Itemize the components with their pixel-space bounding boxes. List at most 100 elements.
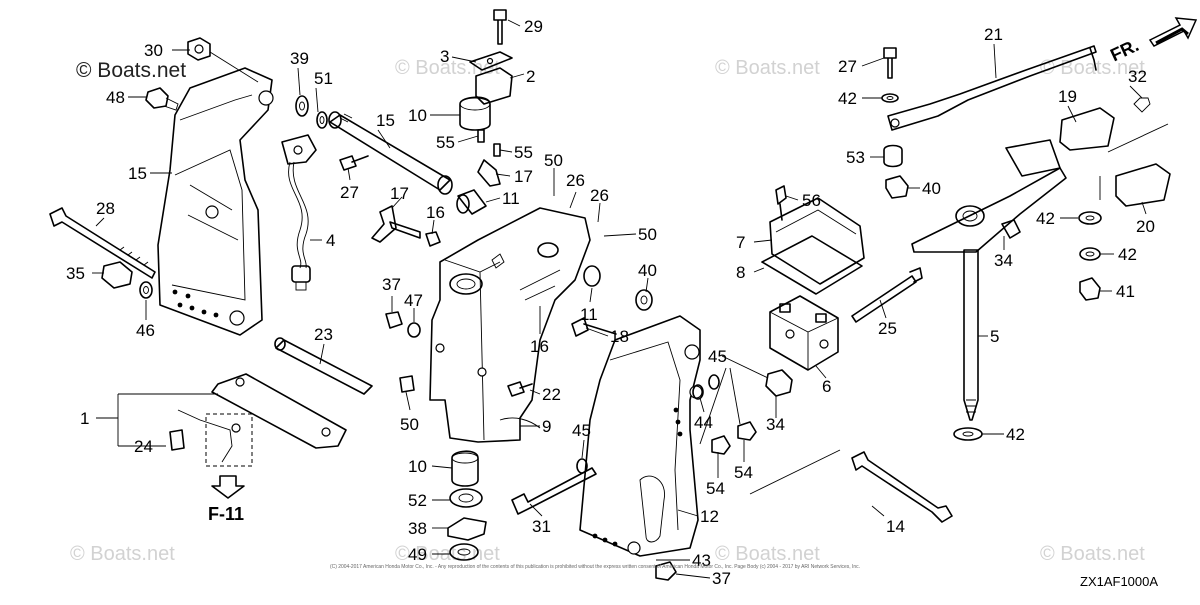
front-direction-arrow: FR.: [1107, 17, 1198, 65]
callout: 31: [532, 517, 551, 536]
callout: 38: [408, 519, 427, 538]
part-11-bushing: [456, 189, 487, 215]
part-37-47-collar: [385, 311, 421, 338]
diagram-code: ZX1AF1000A: [1080, 574, 1158, 589]
callout: 17: [390, 184, 409, 203]
part-12-stern-bracket-right: [579, 315, 703, 557]
part-1-plate-assembly: [169, 373, 347, 467]
callout: 35: [66, 264, 85, 283]
callout: 21: [984, 25, 1003, 44]
watermark: © Boats.net: [715, 543, 820, 565]
callout: 6: [822, 377, 831, 396]
callout: 1: [80, 409, 89, 428]
callout: 14: [886, 517, 905, 536]
part-29-long-bolt: [49, 207, 156, 299]
part-18-lower: [571, 317, 617, 337]
small-hardware-left: [145, 37, 328, 129]
callout: 28: [96, 199, 115, 218]
callout: 12: [700, 507, 719, 526]
callout: 37: [382, 275, 401, 294]
callout: 5: [990, 327, 999, 346]
callout: 11: [580, 305, 598, 324]
callout: 29: [524, 17, 543, 36]
callout: 47: [404, 291, 423, 310]
callout: 32: [1128, 67, 1147, 86]
callout: 41: [1116, 282, 1135, 301]
part-28-bolt: [339, 155, 369, 171]
part-4-trim-sensor: [281, 134, 317, 291]
callout: 15: [376, 111, 395, 130]
callout: 8: [736, 263, 745, 282]
callout: 26: [566, 171, 585, 190]
part-41-washer: [953, 427, 983, 441]
watermark: © Boats.net: [395, 57, 500, 79]
reference-label: F-11: [208, 504, 244, 524]
callout: 45: [708, 347, 727, 366]
callout: 16: [530, 337, 549, 356]
callout: 17: [514, 167, 533, 186]
watermark: © Boats.net: [1040, 543, 1145, 565]
callout: 3: [440, 47, 449, 66]
callout: 37: [712, 569, 731, 588]
watermark: © Boats.net: [70, 543, 175, 565]
part-11-lower: [583, 265, 601, 287]
callout: 40: [638, 261, 657, 280]
callout: 56: [802, 191, 821, 210]
part-22-bolt: [507, 381, 533, 397]
callout: 15: [128, 164, 147, 183]
callout: 9: [542, 417, 551, 436]
callout: 44: [694, 413, 713, 432]
part-9-swivel-case: [429, 207, 591, 443]
callout: 2: [526, 67, 535, 86]
callout: 45: [572, 421, 591, 440]
parts-30-3-2-10: [459, 9, 513, 187]
copyright-note: (C) 2004-2017 American Honda Motor Co., …: [330, 564, 860, 570]
callout: 27: [340, 183, 359, 202]
callout: 34: [766, 415, 785, 434]
callout: 54: [706, 479, 725, 498]
callout: 34: [994, 251, 1013, 270]
callout: 42: [1118, 245, 1137, 264]
callout: 55: [514, 143, 533, 162]
part-40-lower: [635, 289, 653, 311]
callout: 16: [426, 203, 445, 222]
callout: 43: [692, 551, 711, 570]
part-15-tilt-tube: [328, 111, 453, 195]
watermark: © Boats.net: [715, 57, 820, 79]
part-5-swivel-shaft: [911, 139, 1067, 421]
part-6-valve-block: [769, 295, 839, 371]
callout: 51: [314, 69, 333, 88]
callout: 26: [590, 186, 609, 205]
callout: 54: [734, 463, 753, 482]
callout: 10: [408, 106, 427, 125]
callout: 39: [290, 49, 309, 68]
part-18-tilt-lock: [371, 205, 441, 247]
part-45-washer: [576, 458, 588, 474]
callout: 42: [1036, 209, 1055, 228]
callout: 7: [736, 233, 745, 252]
part-50-bolt: [399, 375, 415, 393]
brand-watermark: © Boats.net: [76, 59, 186, 82]
callout: 19: [1058, 87, 1077, 106]
callout: 10: [408, 457, 427, 476]
part-21-steering-rod: [887, 45, 1097, 131]
callout: 49: [408, 545, 427, 564]
callout: 18: [610, 327, 629, 346]
callout: 22: [542, 385, 561, 404]
callout: 53: [846, 148, 865, 167]
reference-arrow-f11: F-11: [208, 475, 245, 524]
callout: 46: [136, 321, 155, 340]
part-13-stern-bracket-left: [157, 67, 274, 336]
callout: 55: [436, 133, 455, 152]
callout: 40: [922, 179, 941, 198]
callout: 25: [878, 319, 897, 338]
part-31-bolt: [511, 467, 597, 515]
part-14-bolt: [851, 451, 953, 523]
right-bracket-hardware: [655, 369, 793, 581]
part-25-bolt: [851, 267, 923, 323]
callout: 50: [400, 415, 419, 434]
callout: 30: [144, 41, 163, 60]
callout: 24: [134, 437, 153, 456]
callout: 42: [838, 89, 857, 108]
